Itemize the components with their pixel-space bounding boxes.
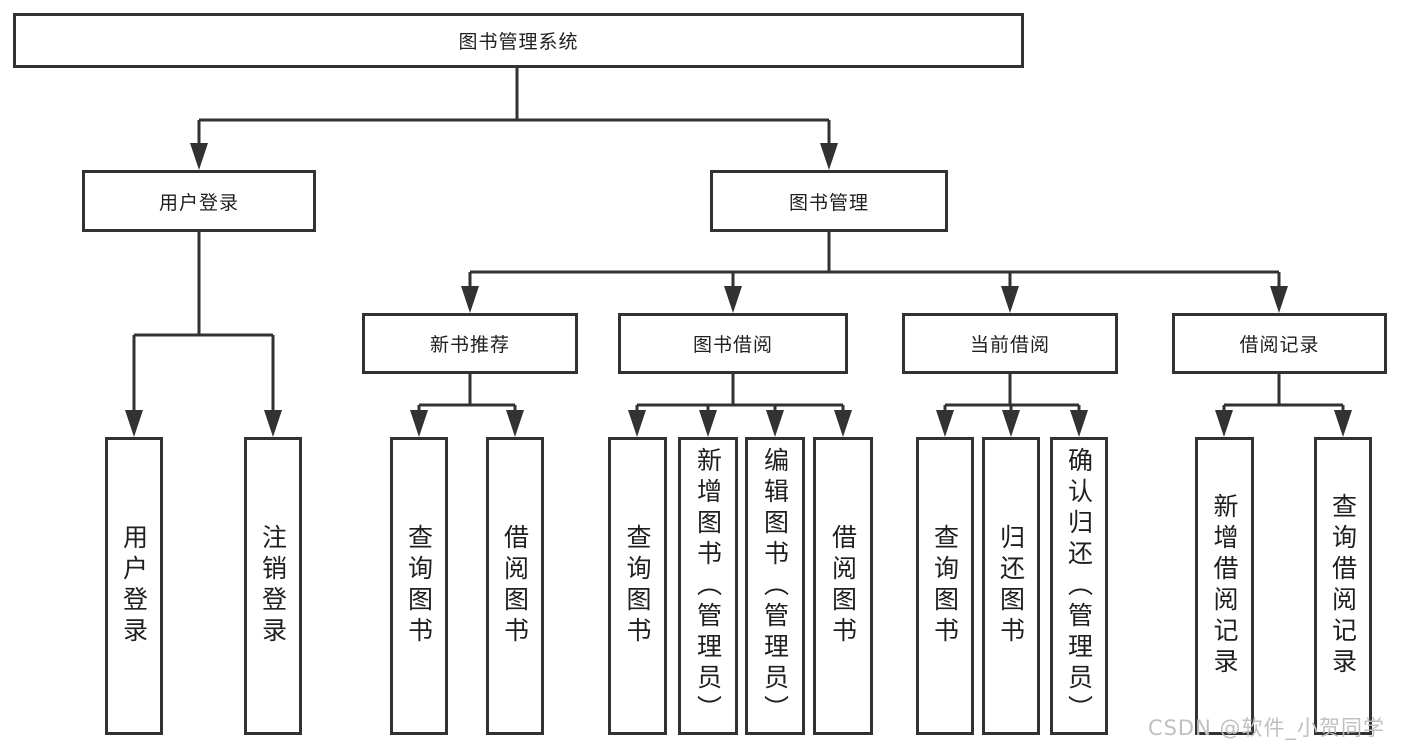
node-new-book-recommendation: 新书推荐 <box>362 313 578 374</box>
leaf-return-books: 归还图书 <box>982 437 1040 735</box>
node-label: 图书管理系统 <box>458 31 579 53</box>
leaf-label: 确认归还（管理员） <box>1064 446 1094 726</box>
leaf-add-book-admin: 新增图书（管理员） <box>678 437 738 735</box>
leaf-query-books-current: 查询图书 <box>916 437 974 735</box>
node-borrowing-records: 借阅记录 <box>1172 313 1387 374</box>
arrowheads <box>125 143 1352 437</box>
leaf-edit-book-admin: 编辑图书（管理员） <box>745 437 805 735</box>
leaf-label: 编辑图书（管理员） <box>760 446 790 726</box>
node-label: 图书管理 <box>788 191 869 214</box>
node-book-management: 图书管理 <box>710 170 948 232</box>
leaf-label: 借阅图书 <box>828 524 858 648</box>
leaf-add-borrow-record: 新增借阅记录 <box>1195 437 1254 735</box>
leaf-label: 借阅图书 <box>500 524 530 648</box>
leaf-label: 新增图书（管理员） <box>693 446 723 726</box>
node-library-management-system: 图书管理系统 <box>13 13 1024 68</box>
node-current-borrowing: 当前借阅 <box>902 313 1118 374</box>
leaf-query-books-recommend: 查询图书 <box>390 437 448 735</box>
node-label: 用户登录 <box>158 191 239 214</box>
leaf-confirm-return-admin: 确认归还（管理员） <box>1050 437 1108 735</box>
leaf-user-login: 用户登录 <box>105 437 163 735</box>
leaf-label: 查询图书 <box>623 524 652 648</box>
leaf-label: 查询借阅记录 <box>1328 493 1358 679</box>
node-label: 图书借阅 <box>692 334 773 356</box>
leaf-label: 查询图书 <box>930 524 960 648</box>
node-label: 借阅记录 <box>1239 334 1320 356</box>
node-label: 当前借阅 <box>969 334 1050 356</box>
node-label: 新书推荐 <box>429 334 510 356</box>
leaf-query-books-borrowing: 查询图书 <box>608 437 667 735</box>
leaf-label: 查询图书 <box>404 524 434 648</box>
leaf-label: 用户登录 <box>119 524 149 648</box>
leaf-borrow-books-borrowing: 借阅图书 <box>813 437 873 735</box>
leaf-label: 注销登录 <box>258 524 288 648</box>
node-user-login: 用户登录 <box>82 170 316 232</box>
leaf-label: 新增借阅记录 <box>1210 493 1239 679</box>
leaf-borrow-books-recommend: 借阅图书 <box>486 437 544 735</box>
csdn-watermark: CSDN @软件_小贺同学 <box>1147 716 1385 740</box>
leaf-label: 归还图书 <box>996 524 1026 648</box>
leaf-logout: 注销登录 <box>244 437 302 735</box>
node-book-borrowing: 图书借阅 <box>618 313 848 374</box>
leaf-query-borrow-record: 查询借阅记录 <box>1314 437 1372 735</box>
